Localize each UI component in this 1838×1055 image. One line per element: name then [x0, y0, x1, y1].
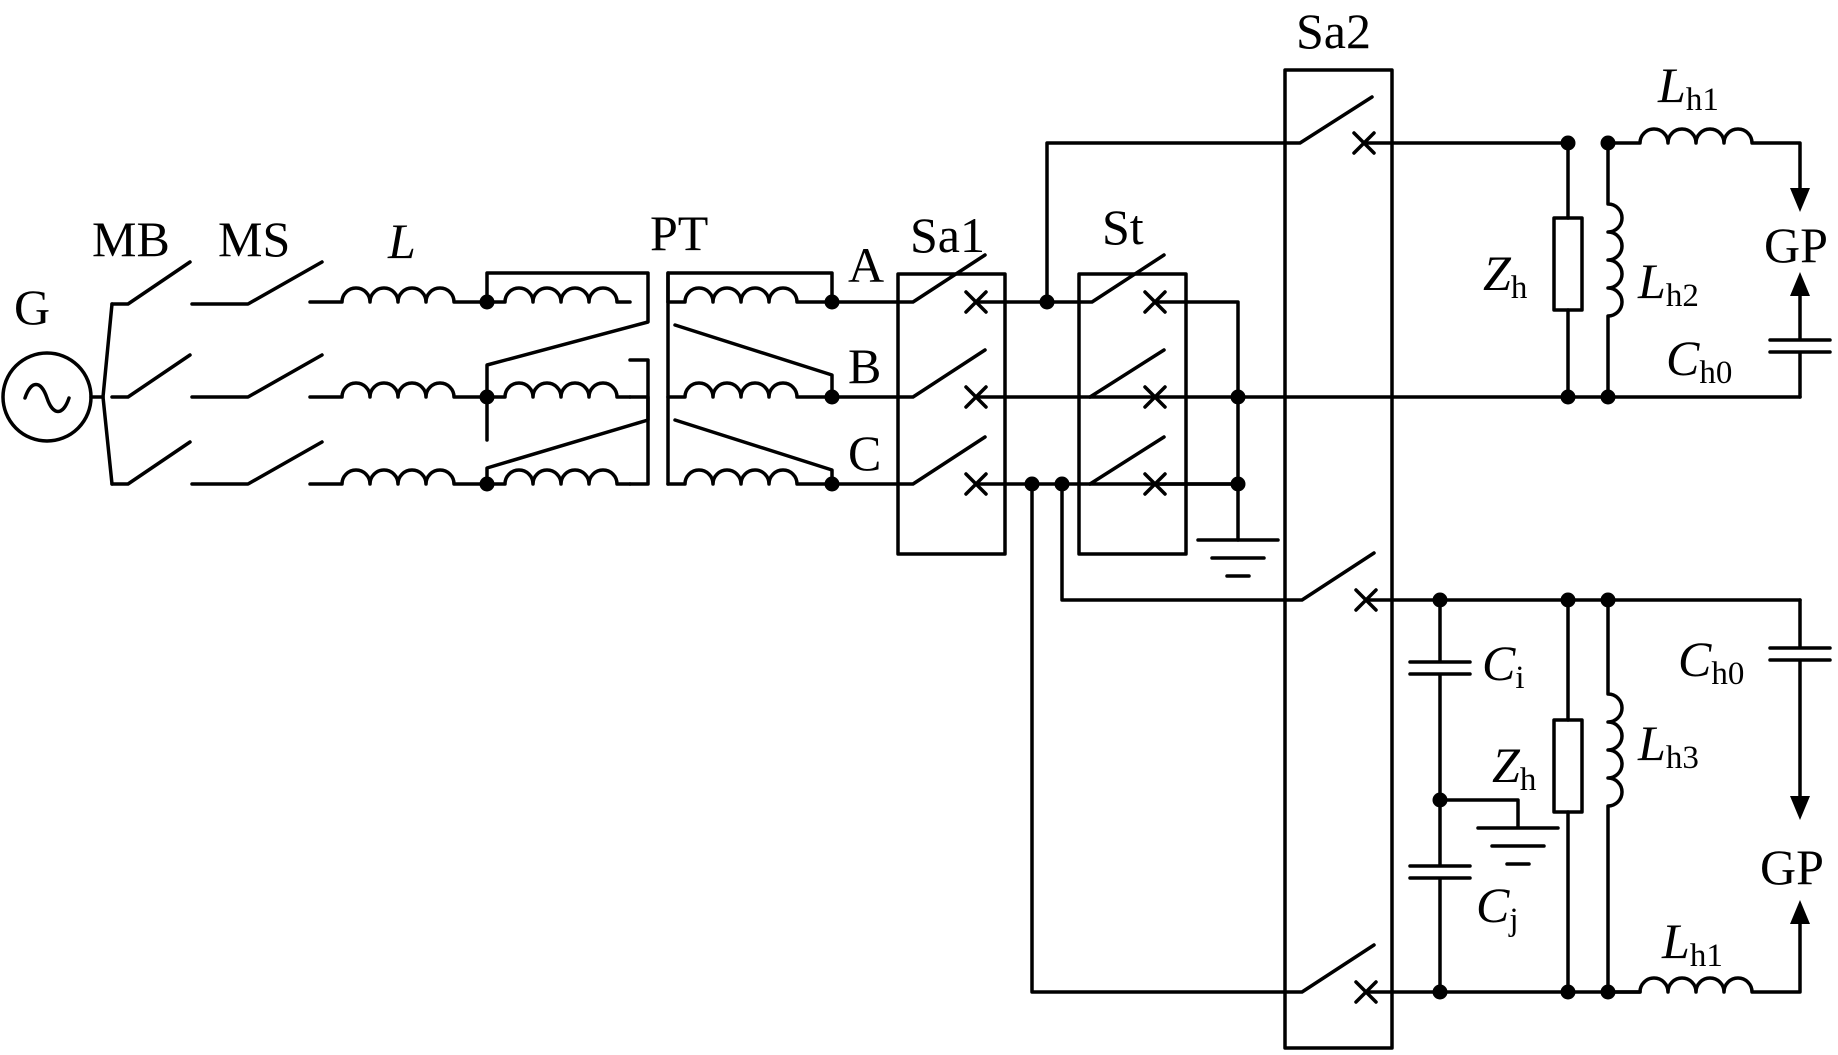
lower-zh-label: Zh	[1492, 737, 1537, 798]
lower-ground	[1438, 798, 1560, 866]
lower-ci-cj-capacitors	[1408, 598, 1472, 994]
sa1-switch	[830, 253, 1240, 556]
mb-label: MB	[92, 211, 170, 267]
upper-zh-resistor	[1552, 216, 1584, 312]
lower-gp-arrow-up	[1790, 900, 1810, 924]
upper-gp-arrow-down	[1790, 188, 1810, 212]
upper-ch0-capacitor	[1768, 294, 1832, 399]
lower-gp-label: GP	[1760, 839, 1824, 895]
ms-label: MS	[218, 211, 290, 267]
lower-ci-label: Ci	[1482, 635, 1525, 696]
phase-c-label: C	[848, 425, 881, 481]
lower-lh1-inductor	[1606, 922, 1802, 994]
lower-cj-label: Cj	[1476, 877, 1519, 938]
sa2-label: Sa2	[1296, 3, 1371, 59]
lower-lh1-label: Lh1	[1661, 913, 1723, 974]
generator-symbol	[1, 302, 114, 486]
generator-label: G	[14, 279, 50, 335]
st-switch	[1045, 253, 1280, 578]
lower-lh3-label: Lh3	[1637, 715, 1699, 776]
lower-zh-resistor	[1552, 718, 1584, 814]
upper-lh2-label: Lh2	[1637, 253, 1699, 314]
st-label: St	[1102, 199, 1144, 255]
line-inductors	[308, 286, 489, 486]
upper-gp-label: GP	[1764, 217, 1828, 273]
pt-transformer	[479, 271, 840, 492]
upper-lh1-inductor	[1606, 127, 1802, 197]
pt-label: PT	[650, 205, 708, 261]
upper-lh1-label: Lh1	[1657, 57, 1719, 118]
upper-ch0-label: Ch0	[1666, 330, 1732, 391]
lower-branch	[1408, 592, 1832, 1000]
l-label: L	[387, 213, 416, 269]
upper-branch	[1552, 127, 1832, 405]
lower-lh3-inductor	[1606, 598, 1624, 994]
upper-gp-arrow-up	[1790, 272, 1810, 296]
upper-zh-label: Zh	[1483, 245, 1528, 306]
sa2-switch	[1030, 68, 1802, 1050]
mb-switch	[110, 260, 192, 486]
lower-ch0-label: Ch0	[1678, 631, 1744, 692]
lower-gp-arrow-down	[1790, 796, 1810, 820]
sa1-label: Sa1	[910, 207, 985, 263]
phase-a-label: A	[848, 237, 884, 293]
lower-ch0-capacitor	[1768, 598, 1832, 802]
phase-b-label: B	[848, 338, 881, 394]
upper-lh2-inductor	[1606, 141, 1624, 399]
ms-switch	[190, 260, 324, 486]
